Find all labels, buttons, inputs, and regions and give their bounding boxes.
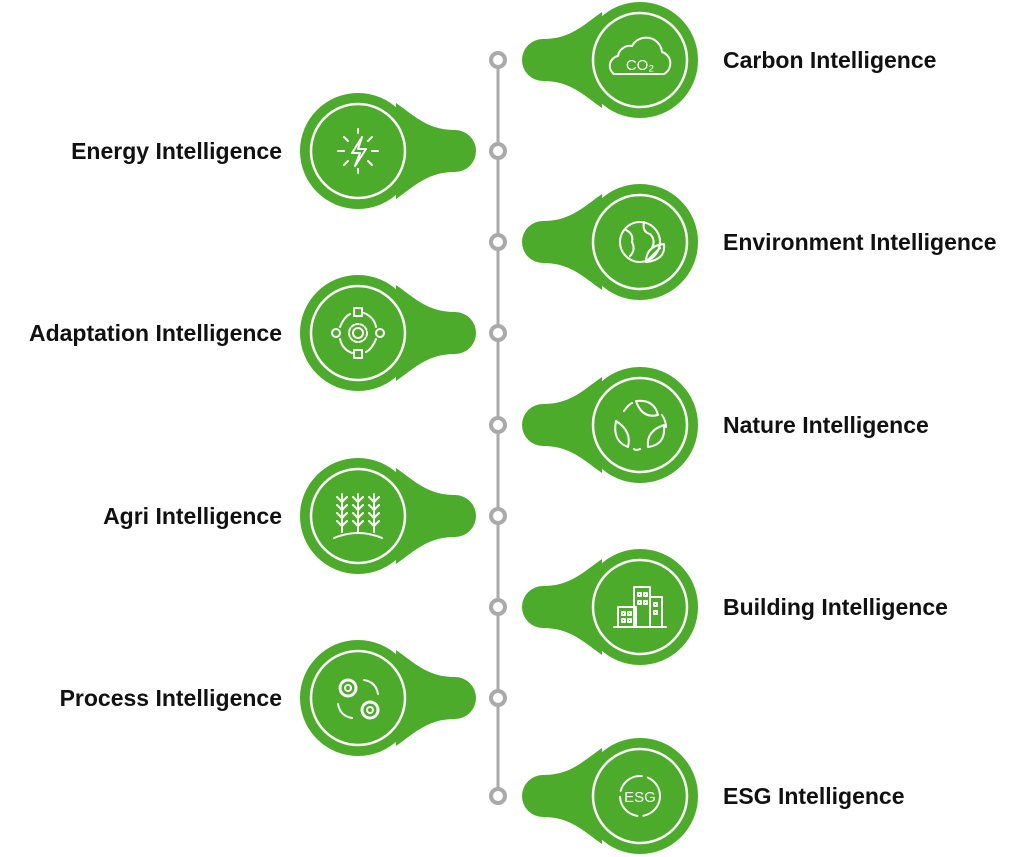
timeline-node [489, 689, 507, 707]
esg-cycle-icon: ESG [619, 775, 661, 817]
connector-tail [396, 103, 476, 199]
timeline-node [489, 507, 507, 525]
co2-cloud-icon: CO₂ [608, 36, 672, 75]
item-label: Nature Intelligence [723, 412, 929, 438]
lightning-bolt-icon [337, 128, 379, 174]
timeline-node [489, 787, 507, 805]
timeline-node [489, 142, 507, 160]
badge-ring [309, 284, 407, 382]
item-label: Carbon Intelligence [723, 47, 936, 73]
connector-tail [522, 12, 602, 108]
icon-badge [300, 275, 416, 391]
esg-text: ESG [624, 789, 656, 806]
icon-badge [582, 2, 698, 118]
adaptation-cycle-gear-icon [331, 307, 385, 359]
timeline-node [489, 324, 507, 342]
timeline-node [489, 598, 507, 616]
timeline-node [489, 416, 507, 434]
timeline-node [489, 51, 507, 69]
badge-ring [591, 11, 689, 109]
badge-ring [591, 747, 689, 845]
badge-ring [309, 102, 407, 200]
intelligence-item: Process Intelligence [60, 640, 507, 756]
icon-badge [582, 367, 698, 483]
intelligence-item: Environment Intelligence [489, 184, 997, 300]
intelligence-item: Energy Intelligence [71, 93, 507, 209]
intelligence-item: CO₂ Carbon Intelligence [489, 2, 936, 118]
connector-tail [522, 748, 602, 844]
connector-tail [522, 194, 602, 290]
badge-ring [591, 193, 689, 291]
icon-badge [582, 184, 698, 300]
item-label: Adaptation Intelligence [29, 320, 282, 346]
intelligence-item: Building Intelligence [489, 549, 948, 665]
badge-ring [309, 649, 407, 747]
icon-badge [300, 640, 416, 756]
gears-cycle-icon [337, 678, 380, 720]
item-label: Process Intelligence [60, 685, 282, 711]
connector-tail [396, 650, 476, 746]
icon-badge [582, 738, 698, 854]
item-label: Building Intelligence [723, 594, 948, 620]
icon-badge [582, 549, 698, 665]
crops-icon [333, 493, 383, 539]
connector-tail [396, 285, 476, 381]
item-label: ESG Intelligence [723, 783, 905, 809]
buildings-icon [613, 586, 667, 628]
badge-ring [309, 467, 407, 565]
intelligence-item: Adaptation Intelligence [29, 275, 507, 391]
co2-text: CO₂ [626, 57, 655, 74]
icon-badge [300, 93, 416, 209]
item-label: Agri Intelligence [103, 503, 282, 529]
globe-leaf-icon [619, 221, 666, 263]
connector-tail [396, 468, 476, 564]
intelligence-item: ESG ESG Intelligence [489, 738, 905, 854]
intelligence-item: Nature Intelligence [489, 367, 929, 483]
item-label: Environment Intelligence [723, 229, 997, 255]
connector-tail [522, 377, 602, 473]
item-label: Energy Intelligence [71, 138, 282, 164]
badge-ring [591, 558, 689, 656]
badge-ring [591, 376, 689, 474]
timeline-node [489, 233, 507, 251]
recycle-leaves-icon [614, 399, 667, 451]
intelligence-item: Agri Intelligence [103, 458, 507, 574]
connector-tail [522, 559, 602, 655]
